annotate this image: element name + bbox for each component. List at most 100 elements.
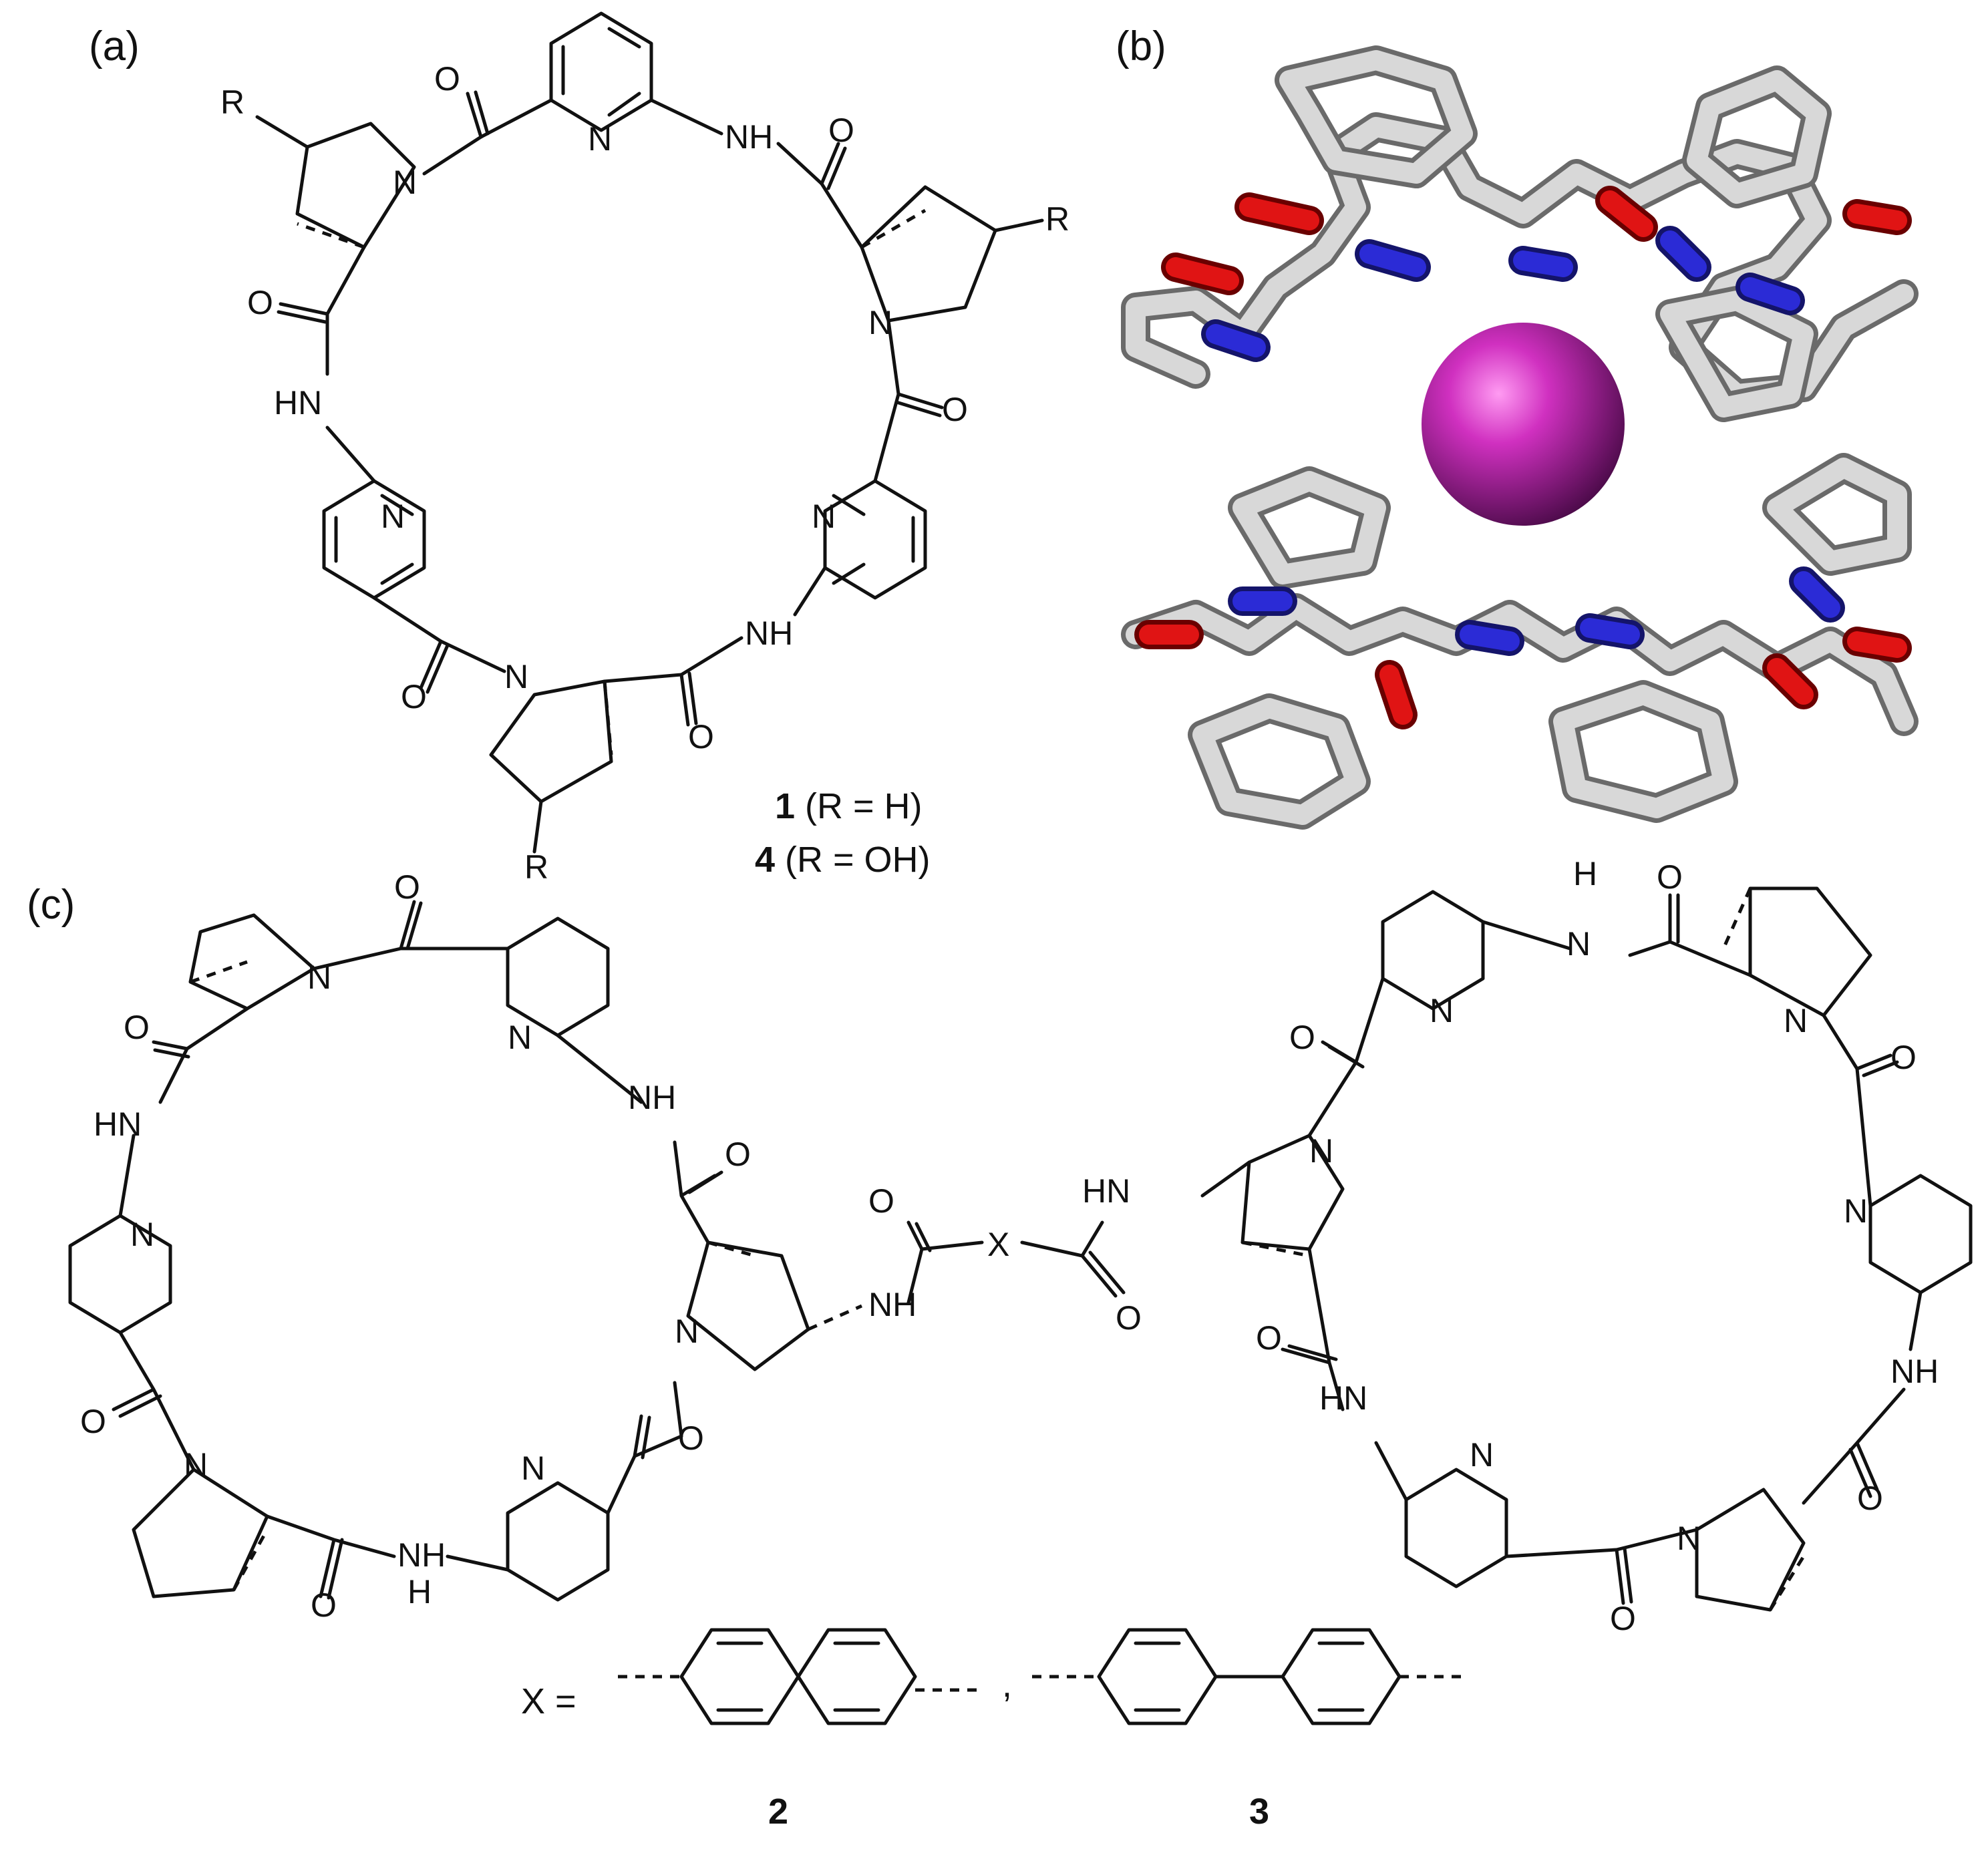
panel-c-right-atoms: N H N O N O O N N O NH HN N O N O (1256, 855, 1939, 1637)
pyrrolidine-ring (686, 1240, 810, 1371)
atom-o: O (434, 60, 460, 98)
pyrrolidine-ring-bottom (489, 679, 613, 804)
x-equals-label: X = (521, 1681, 576, 1721)
atom-n: N (868, 304, 892, 341)
upper-heteroatoms (1161, 186, 1912, 362)
pyridine-ring (1404, 1468, 1508, 1588)
compound-4-id: 4 (755, 840, 775, 880)
atom-hn: HN (1082, 1172, 1130, 1210)
atom-nh: NH (397, 1536, 446, 1574)
panel-c-left-atoms: N O N O HN NH O N N NH O O N N NH H O (80, 868, 917, 1624)
pyrrolidine-ring (1240, 1134, 1345, 1251)
naphthalene-ring-b (796, 1628, 917, 1725)
pyrrolidine-ring (132, 1468, 269, 1598)
atom-o: O (688, 718, 714, 755)
atom-o: O (942, 391, 968, 428)
compound-captions-a: 1 (R = H) 4 (R = OH) (755, 786, 931, 880)
panel-a: (a) (89, 11, 1069, 886)
panel-c: (c) N O N O HN NH O N N NH O O (27, 855, 1973, 1832)
atom-o: O (1256, 1319, 1282, 1357)
pyridine-ring-top (549, 11, 653, 132)
panel-c-left-macrocycle (68, 900, 863, 1602)
atom-x: X (987, 1226, 1009, 1263)
atom-n: N (1844, 1192, 1868, 1230)
panel-c-linker: O X O HN (868, 1172, 1142, 1337)
lower-heteroatoms (1134, 566, 1912, 729)
panel-a-atom-labels: N NH O O N R R N O O HN N N NH N O O R (220, 60, 1069, 886)
metal-ion-sphere (1422, 323, 1625, 526)
atom-n: N (184, 1446, 208, 1484)
pyrrolidine-ring-left (295, 122, 416, 249)
atom-o: O (124, 1009, 150, 1046)
linker-definitions: X = , 2 3 (521, 1628, 1466, 1832)
pyridine-ring-right (823, 479, 927, 600)
atom-o: O (1289, 1019, 1315, 1056)
pyridine-ring (68, 1214, 172, 1335)
panel-c-right-macrocycle (1200, 886, 1973, 1612)
atom-n: N (1784, 1002, 1808, 1039)
molecular-model (1121, 45, 1919, 830)
atom-o: O (868, 1182, 894, 1220)
atom-hn: HN (1319, 1379, 1367, 1417)
atom-o: O (394, 868, 420, 906)
pyrrolidine-ring (1748, 886, 1872, 1017)
upper-macrocycle (1121, 45, 1919, 422)
atom-hn: HN (274, 384, 322, 421)
atom-n: N (1309, 1132, 1333, 1170)
pyridine-ring (506, 916, 610, 1037)
atom-r: R (1045, 200, 1069, 238)
panel-b-label: (b) (1116, 23, 1166, 69)
compound-4-desc: (R = OH) (785, 840, 931, 880)
compound-3-id: 3 (1249, 1792, 1269, 1832)
atom-hn: HN (94, 1106, 142, 1143)
atom-o: O (247, 284, 273, 321)
atom-n: N (1430, 992, 1454, 1029)
atom-r: R (220, 83, 244, 121)
atom-n: N (1470, 1436, 1494, 1474)
x-separator: , (1002, 1665, 1012, 1705)
atom-n: N (504, 658, 528, 695)
pyrrolidine-ring (1695, 1488, 1806, 1612)
pyridine-ring (1868, 1174, 1973, 1295)
atom-o: O (80, 1403, 106, 1440)
atom-o: O (311, 1586, 337, 1624)
atom-n: N (381, 498, 405, 535)
atom-o: O (1657, 858, 1683, 896)
atom-n: N (307, 959, 331, 996)
atom-nh: NH (725, 118, 773, 156)
panel-a-label: (a) (89, 23, 140, 69)
atom-n: N (130, 1216, 154, 1253)
atom-o: O (1610, 1600, 1636, 1637)
atom-n: N (812, 498, 836, 535)
atom-n: N (521, 1450, 545, 1487)
atom-n: N (508, 1019, 532, 1056)
atom-nh: NH (1890, 1353, 1939, 1390)
lower-macrocycle (1121, 453, 1919, 830)
atom-o: O (1857, 1480, 1883, 1517)
atom-o: O (401, 678, 427, 715)
atom-n: N (1566, 925, 1591, 963)
pyrrolidine-ring-right (860, 185, 997, 323)
panel-b: (b) (1116, 23, 1919, 830)
atom-r: R (524, 848, 548, 886)
pyrrolidine-ring (188, 913, 316, 1011)
atom-n: N (588, 120, 612, 158)
atom-o: O (1116, 1299, 1142, 1337)
atom-n: N (393, 164, 417, 201)
atom-n: N (675, 1313, 699, 1350)
pyridine-ring (506, 1481, 610, 1602)
compound-1-desc: (R = H) (805, 786, 923, 826)
atom-nh: NH (868, 1286, 917, 1323)
atom-o: O (828, 112, 854, 149)
atom-h: H (1573, 855, 1597, 892)
atom-nh: NH (745, 615, 793, 652)
panel-c-label: (c) (27, 882, 75, 928)
atom-nh: NH (628, 1079, 676, 1116)
pyridine-ring-left (322, 479, 426, 600)
compound-1-id: 1 (775, 786, 795, 826)
atom-h: H (407, 1573, 432, 1611)
atom-o: O (1890, 1039, 1917, 1076)
atom-n: N (1677, 1520, 1701, 1557)
panel-a-macrocycle-bonds (255, 11, 1044, 854)
